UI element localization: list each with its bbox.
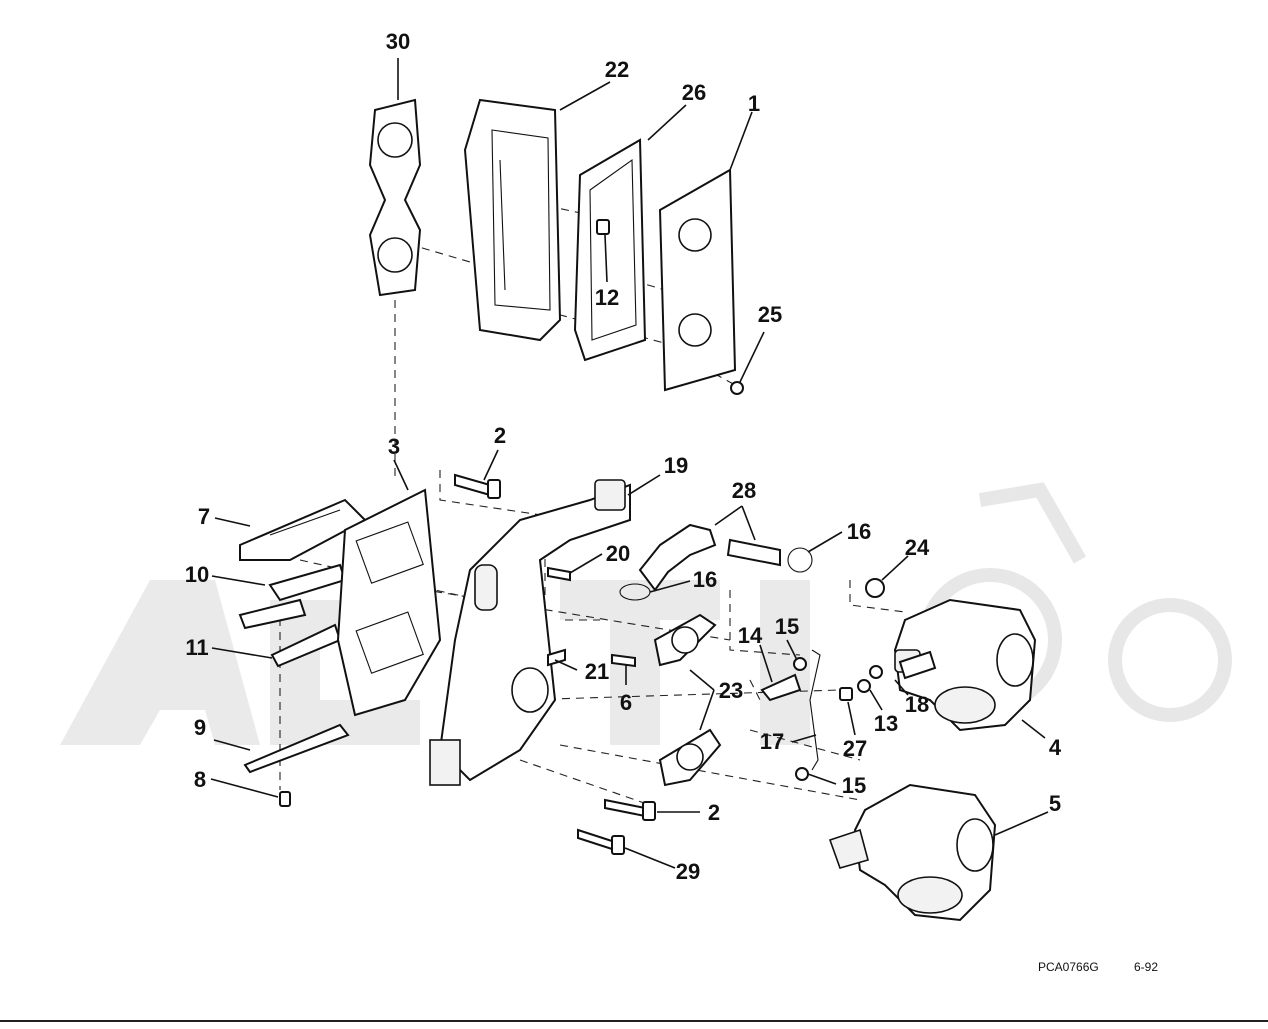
part-19-manifold <box>429 479 631 786</box>
part-20-stud <box>547 566 571 582</box>
part-23-gasket-upper <box>653 613 717 667</box>
part-8-screw <box>279 791 291 807</box>
label-part-13: 13 <box>873 711 899 736</box>
part-16-clamp-upper <box>787 547 813 573</box>
label-part-26: 26 <box>681 80 707 105</box>
part-23-gasket-lower <box>658 728 722 787</box>
label-part-1: 1 <box>747 91 761 116</box>
label-part-19: 19 <box>663 453 689 478</box>
label-part-10: 10 <box>184 562 210 587</box>
part-21-stud <box>547 648 566 667</box>
label-part-2-lower: 2 <box>707 800 721 825</box>
part-9-plate <box>243 723 350 774</box>
part-2-bolt-lower <box>604 798 656 821</box>
part-10-reed-petals <box>238 563 347 630</box>
label-part-29: 29 <box>675 859 701 884</box>
label-part-16-upper: 16 <box>846 519 872 544</box>
part-22-cover <box>463 98 562 342</box>
part-30-gasket <box>368 98 422 297</box>
part-12-screw <box>596 219 610 235</box>
part-17-rod <box>809 649 821 771</box>
diagram-date: 6-92 <box>1134 960 1159 974</box>
label-part-3: 3 <box>387 434 401 459</box>
label-part-21: 21 <box>584 659 610 684</box>
label-part-23: 23 <box>718 678 744 703</box>
part-15-nut-upper <box>793 657 807 671</box>
part-3-gasket <box>336 488 442 717</box>
label-part-7: 7 <box>197 504 211 529</box>
part-25-screw <box>730 381 744 395</box>
diagram-code: PCA0766G <box>1038 960 1099 974</box>
label-part-2-upper: 2 <box>493 423 507 448</box>
part-24-nut <box>865 578 885 598</box>
label-part-15-lower: 15 <box>841 773 867 798</box>
part-29-bolt <box>577 828 625 855</box>
part-7-reed-block <box>239 498 367 561</box>
label-part-8: 8 <box>193 767 207 792</box>
part-14-link <box>760 673 802 702</box>
part-18-fitting <box>898 650 937 680</box>
part-2-bolt-upper <box>454 473 501 499</box>
part-4-carburetor <box>893 598 1037 732</box>
part-26-gasket <box>573 138 647 362</box>
label-part-15-upper: 15 <box>774 614 800 639</box>
part-27-screw <box>839 687 853 701</box>
label-part-20: 20 <box>605 541 631 566</box>
label-part-16-lower: 16 <box>692 567 718 592</box>
leader-lines <box>210 58 1049 869</box>
part-5-carburetor <box>828 783 997 922</box>
label-part-24: 24 <box>904 535 930 560</box>
label-part-25: 25 <box>757 302 783 327</box>
label-part-14: 14 <box>737 623 763 648</box>
label-part-22: 22 <box>604 57 630 82</box>
watermark-logo <box>60 482 1232 745</box>
label-part-6: 6 <box>619 690 633 715</box>
bottom-rule <box>0 1020 1268 1022</box>
label-part-12: 12 <box>594 285 620 310</box>
part-13-washer <box>857 665 883 693</box>
label-part-18: 18 <box>904 692 930 717</box>
label-part-27: 27 <box>842 736 868 761</box>
label-part-4: 4 <box>1048 735 1062 760</box>
label-part-17: 17 <box>759 729 785 754</box>
label-part-11: 11 <box>185 635 209 660</box>
part-28-hose <box>638 523 781 592</box>
part-1-plate <box>658 168 737 392</box>
label-part-28: 28 <box>731 478 757 503</box>
label-part-5: 5 <box>1048 791 1062 816</box>
label-part-30: 30 <box>385 29 411 54</box>
part-6-screw <box>611 653 636 668</box>
part-15-nut-lower <box>795 767 809 781</box>
label-part-9: 9 <box>193 715 207 740</box>
